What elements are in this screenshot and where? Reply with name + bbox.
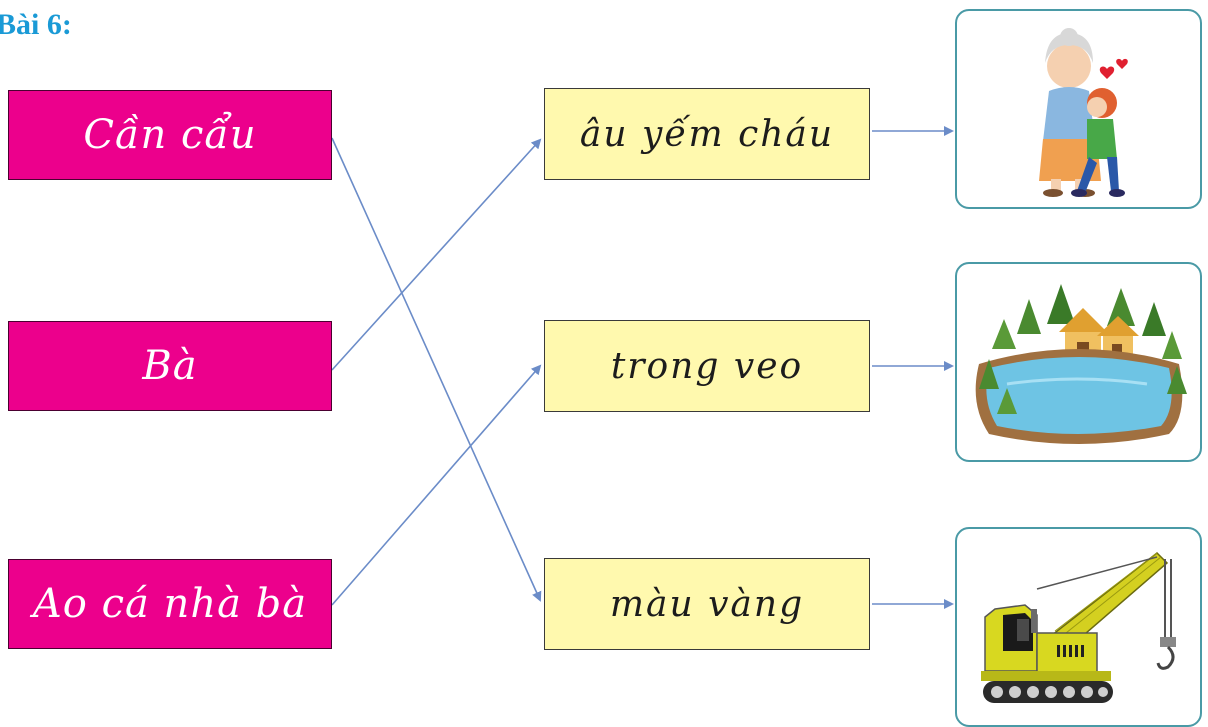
- left-box-label: Cần cẩu: [83, 112, 257, 158]
- exercise-title: Bài 6:: [0, 8, 72, 41]
- middle-box-trong-veo[interactable]: trong veo: [544, 320, 870, 412]
- middle-box-label: âu yếm cháu: [579, 113, 835, 155]
- left-box-ao-ca-nha-ba[interactable]: Ao cá nhà bà: [8, 559, 332, 649]
- left-box-ba[interactable]: Bà: [8, 321, 332, 411]
- line-ao-ca-to-trong-veo: [331, 364, 542, 606]
- left-box-can-cau[interactable]: Cần cẩu: [8, 90, 332, 180]
- picture-card-crane[interactable]: [955, 527, 1202, 727]
- lake-icon: [975, 284, 1187, 444]
- middle-box-mau-vang[interactable]: màu vàng: [544, 558, 870, 650]
- left-box-label: Bà: [142, 343, 198, 389]
- picture-card-grandmother[interactable]: [955, 9, 1202, 209]
- middle-box-label: màu vàng: [609, 583, 805, 625]
- middle-box-label: trong veo: [610, 345, 804, 387]
- middle-box-au-yem-chau[interactable]: âu yếm cháu: [544, 88, 870, 180]
- line-can-cau-to-mau-vang: [331, 137, 542, 602]
- crane-icon: [981, 552, 1176, 703]
- left-box-label: Ao cá nhà bà: [32, 581, 308, 627]
- picture-card-lake[interactable]: [955, 262, 1202, 462]
- grandmother-hug-icon: [1039, 28, 1128, 197]
- line-ba-to-au-yem-chau: [331, 138, 542, 371]
